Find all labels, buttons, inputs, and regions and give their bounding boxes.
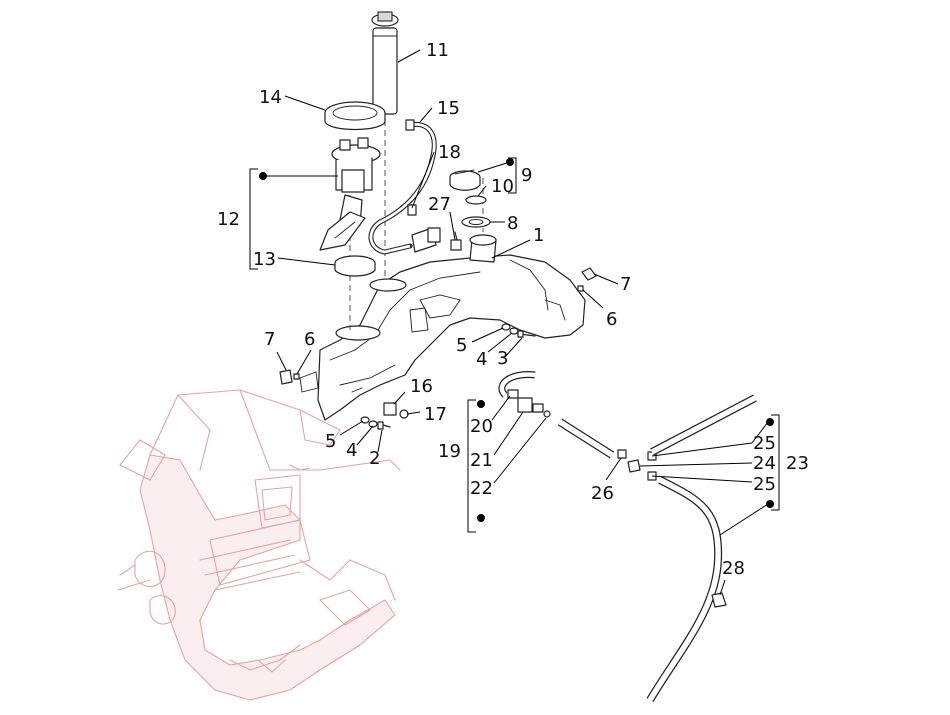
left-bracket (279, 369, 300, 385)
vent-assembly (498, 371, 551, 418)
callout-6-right: 6 (606, 309, 617, 330)
fuel-tank (299, 234, 586, 421)
callout-11: 11 (426, 40, 449, 61)
assembly-brackets (249, 157, 780, 533)
callout-22: 22 (470, 478, 493, 499)
callout-14: 14 (259, 87, 282, 108)
callout-23: 23 (786, 453, 809, 474)
callout-10: 10 (491, 176, 514, 197)
callout-15: 15 (437, 98, 460, 119)
vent-hose (557, 418, 615, 459)
callout-5-right: 5 (456, 335, 467, 356)
callout-7-right: 7 (620, 274, 631, 295)
callout-28: 28 (722, 558, 745, 579)
fuel-pump-assembly (319, 137, 381, 251)
callout-16: 16 (410, 376, 433, 397)
callout-18: 18 (438, 142, 461, 163)
callout-27: 27 (428, 194, 451, 215)
callout-8: 8 (507, 213, 518, 234)
lock-ring (324, 101, 386, 131)
pump-seal (334, 255, 376, 277)
hose-clamp (711, 592, 727, 608)
callout-26: 26 (591, 483, 614, 504)
callout-17: 17 (424, 404, 447, 425)
t-hose-assembly (617, 394, 757, 703)
callout-13: 13 (253, 249, 276, 270)
fuel-level-sender (371, 11, 399, 115)
fuel-cap (449, 169, 491, 228)
callout-labels: 11 14 15 18 12 13 9 9 10 8 27 1 7 6 5 4 … (217, 40, 809, 579)
callout-6-left: 6 (304, 329, 315, 350)
callout-4-left: 4 (346, 440, 357, 461)
scooter-frame (117, 389, 401, 701)
callout-3: 3 (497, 348, 508, 369)
callout-1: 1 (533, 225, 544, 246)
left-bolt-set (360, 416, 391, 430)
callout-4-right: 4 (476, 349, 487, 370)
callout-2: 2 (369, 448, 380, 469)
callout-21: 21 (470, 450, 493, 471)
callout-20: 20 (470, 416, 493, 437)
right-bolt-set (501, 323, 536, 338)
callout-25-top: 25 (753, 433, 776, 454)
leader-lines (265, 49, 769, 596)
right-bracket (577, 267, 597, 292)
callout-12: 12 (217, 209, 240, 230)
callout-25-bottom: 25 (753, 474, 776, 495)
callout-24: 24 (753, 453, 776, 474)
fuel-hose (368, 119, 441, 255)
rubber-mount (383, 402, 409, 419)
callout-5-left: 5 (325, 431, 336, 452)
callout-9-label: 9 (521, 165, 532, 186)
hose-clip (407, 204, 417, 216)
vent-valve (450, 231, 462, 251)
callout-7-left: 7 (264, 329, 275, 350)
callout-19: 19 (438, 441, 461, 462)
